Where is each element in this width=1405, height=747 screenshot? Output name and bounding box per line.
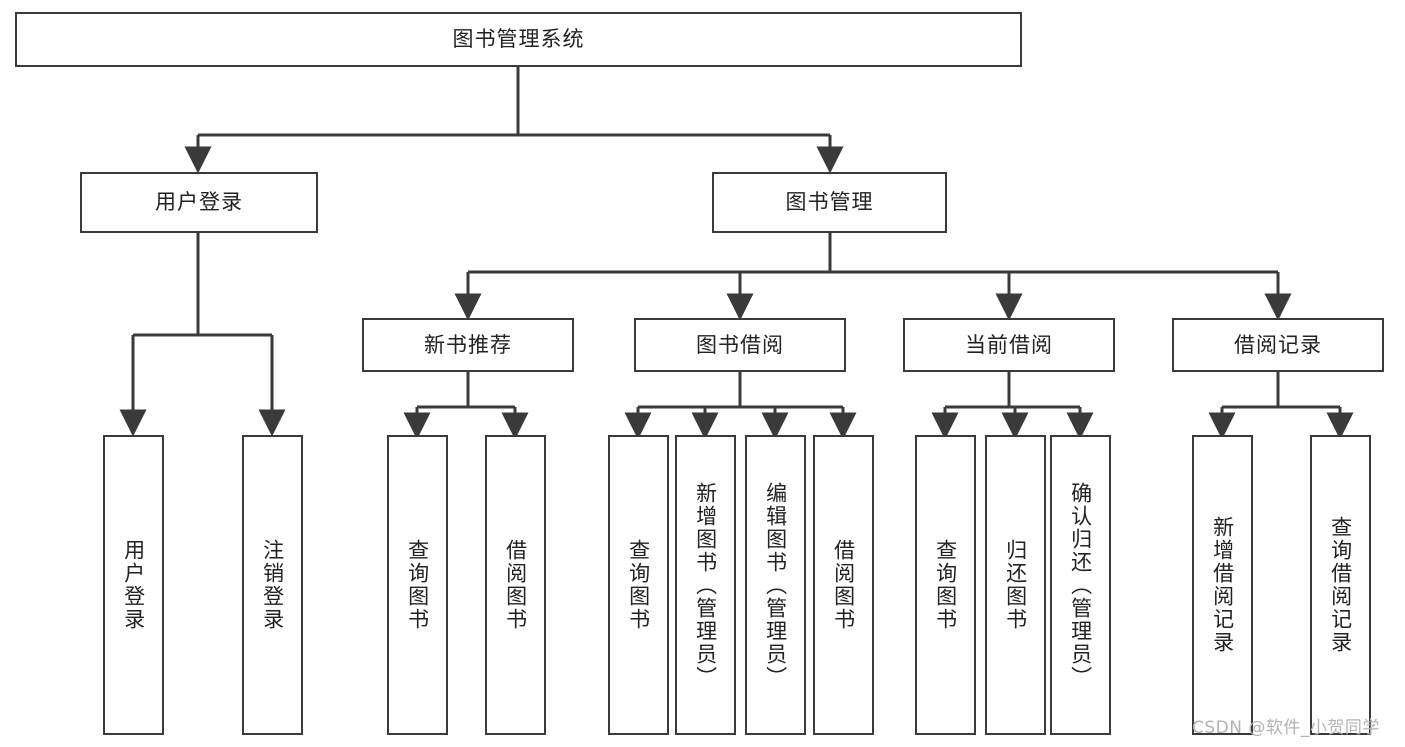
node-label: 查询图书 [626, 539, 651, 631]
node-book-management[interactable]: 图书管理 [712, 172, 947, 233]
leaf-book-borrow-edit-book-admin[interactable]: 编辑图书（管理员） [745, 435, 806, 735]
node-label: 新书推荐 [424, 332, 512, 357]
leaf-current-borrow-return-book[interactable]: 归还图书 [985, 435, 1046, 735]
node-user-login[interactable]: 用户登录 [80, 172, 318, 233]
leaf-book-borrow-query-book[interactable]: 查询图书 [608, 435, 669, 735]
node-label: 查询图书 [933, 539, 958, 631]
node-label: 新增借阅记录 [1210, 516, 1235, 654]
node-label: 借阅图书 [831, 539, 856, 631]
watermark-text: CSDN @软件_小贺同学 [1192, 718, 1380, 738]
node-label: 用户登录 [121, 539, 146, 631]
node-label: 注销登录 [260, 539, 285, 631]
node-label: 图书管理系统 [452, 27, 585, 52]
node-label: 借阅图书 [503, 539, 528, 631]
node-label: 确认归还（管理员） [1068, 481, 1093, 689]
node-label: 新增图书（管理员） [693, 481, 718, 689]
leaf-book-borrow-add-book-admin[interactable]: 新增图书（管理员） [675, 435, 736, 735]
node-label: 编辑图书（管理员） [763, 481, 788, 689]
node-current-borrow[interactable]: 当前借阅 [903, 318, 1115, 372]
node-label: 借阅记录 [1234, 332, 1322, 357]
node-label: 图书管理 [785, 190, 874, 215]
leaf-borrow-record-add-record[interactable]: 新增借阅记录 [1192, 435, 1253, 735]
leaf-new-book-query-book[interactable]: 查询图书 [387, 435, 448, 735]
node-book-borrow[interactable]: 图书借阅 [634, 318, 846, 372]
leaf-new-book-borrow-book[interactable]: 借阅图书 [485, 435, 546, 735]
leaf-user-login-logout[interactable]: 注销登录 [242, 435, 303, 735]
node-borrow-record[interactable]: 借阅记录 [1172, 318, 1384, 372]
node-label: 用户登录 [155, 190, 243, 215]
node-new-book-recommend[interactable]: 新书推荐 [362, 318, 574, 372]
leaf-borrow-record-query-record[interactable]: 查询借阅记录 [1310, 435, 1371, 735]
node-label: 当前借阅 [965, 332, 1053, 357]
node-label: 查询图书 [405, 539, 430, 631]
leaf-book-borrow-borrow-book[interactable]: 借阅图书 [813, 435, 874, 735]
node-root-book-management-system[interactable]: 图书管理系统 [15, 12, 1022, 67]
node-label: 归还图书 [1003, 539, 1028, 631]
leaf-user-login-login[interactable]: 用户登录 [103, 435, 164, 735]
leaf-current-borrow-confirm-return-admin[interactable]: 确认归还（管理员） [1050, 435, 1111, 735]
node-label: 查询借阅记录 [1328, 516, 1353, 654]
node-label: 图书借阅 [696, 332, 784, 357]
leaf-current-borrow-query-book[interactable]: 查询图书 [915, 435, 976, 735]
